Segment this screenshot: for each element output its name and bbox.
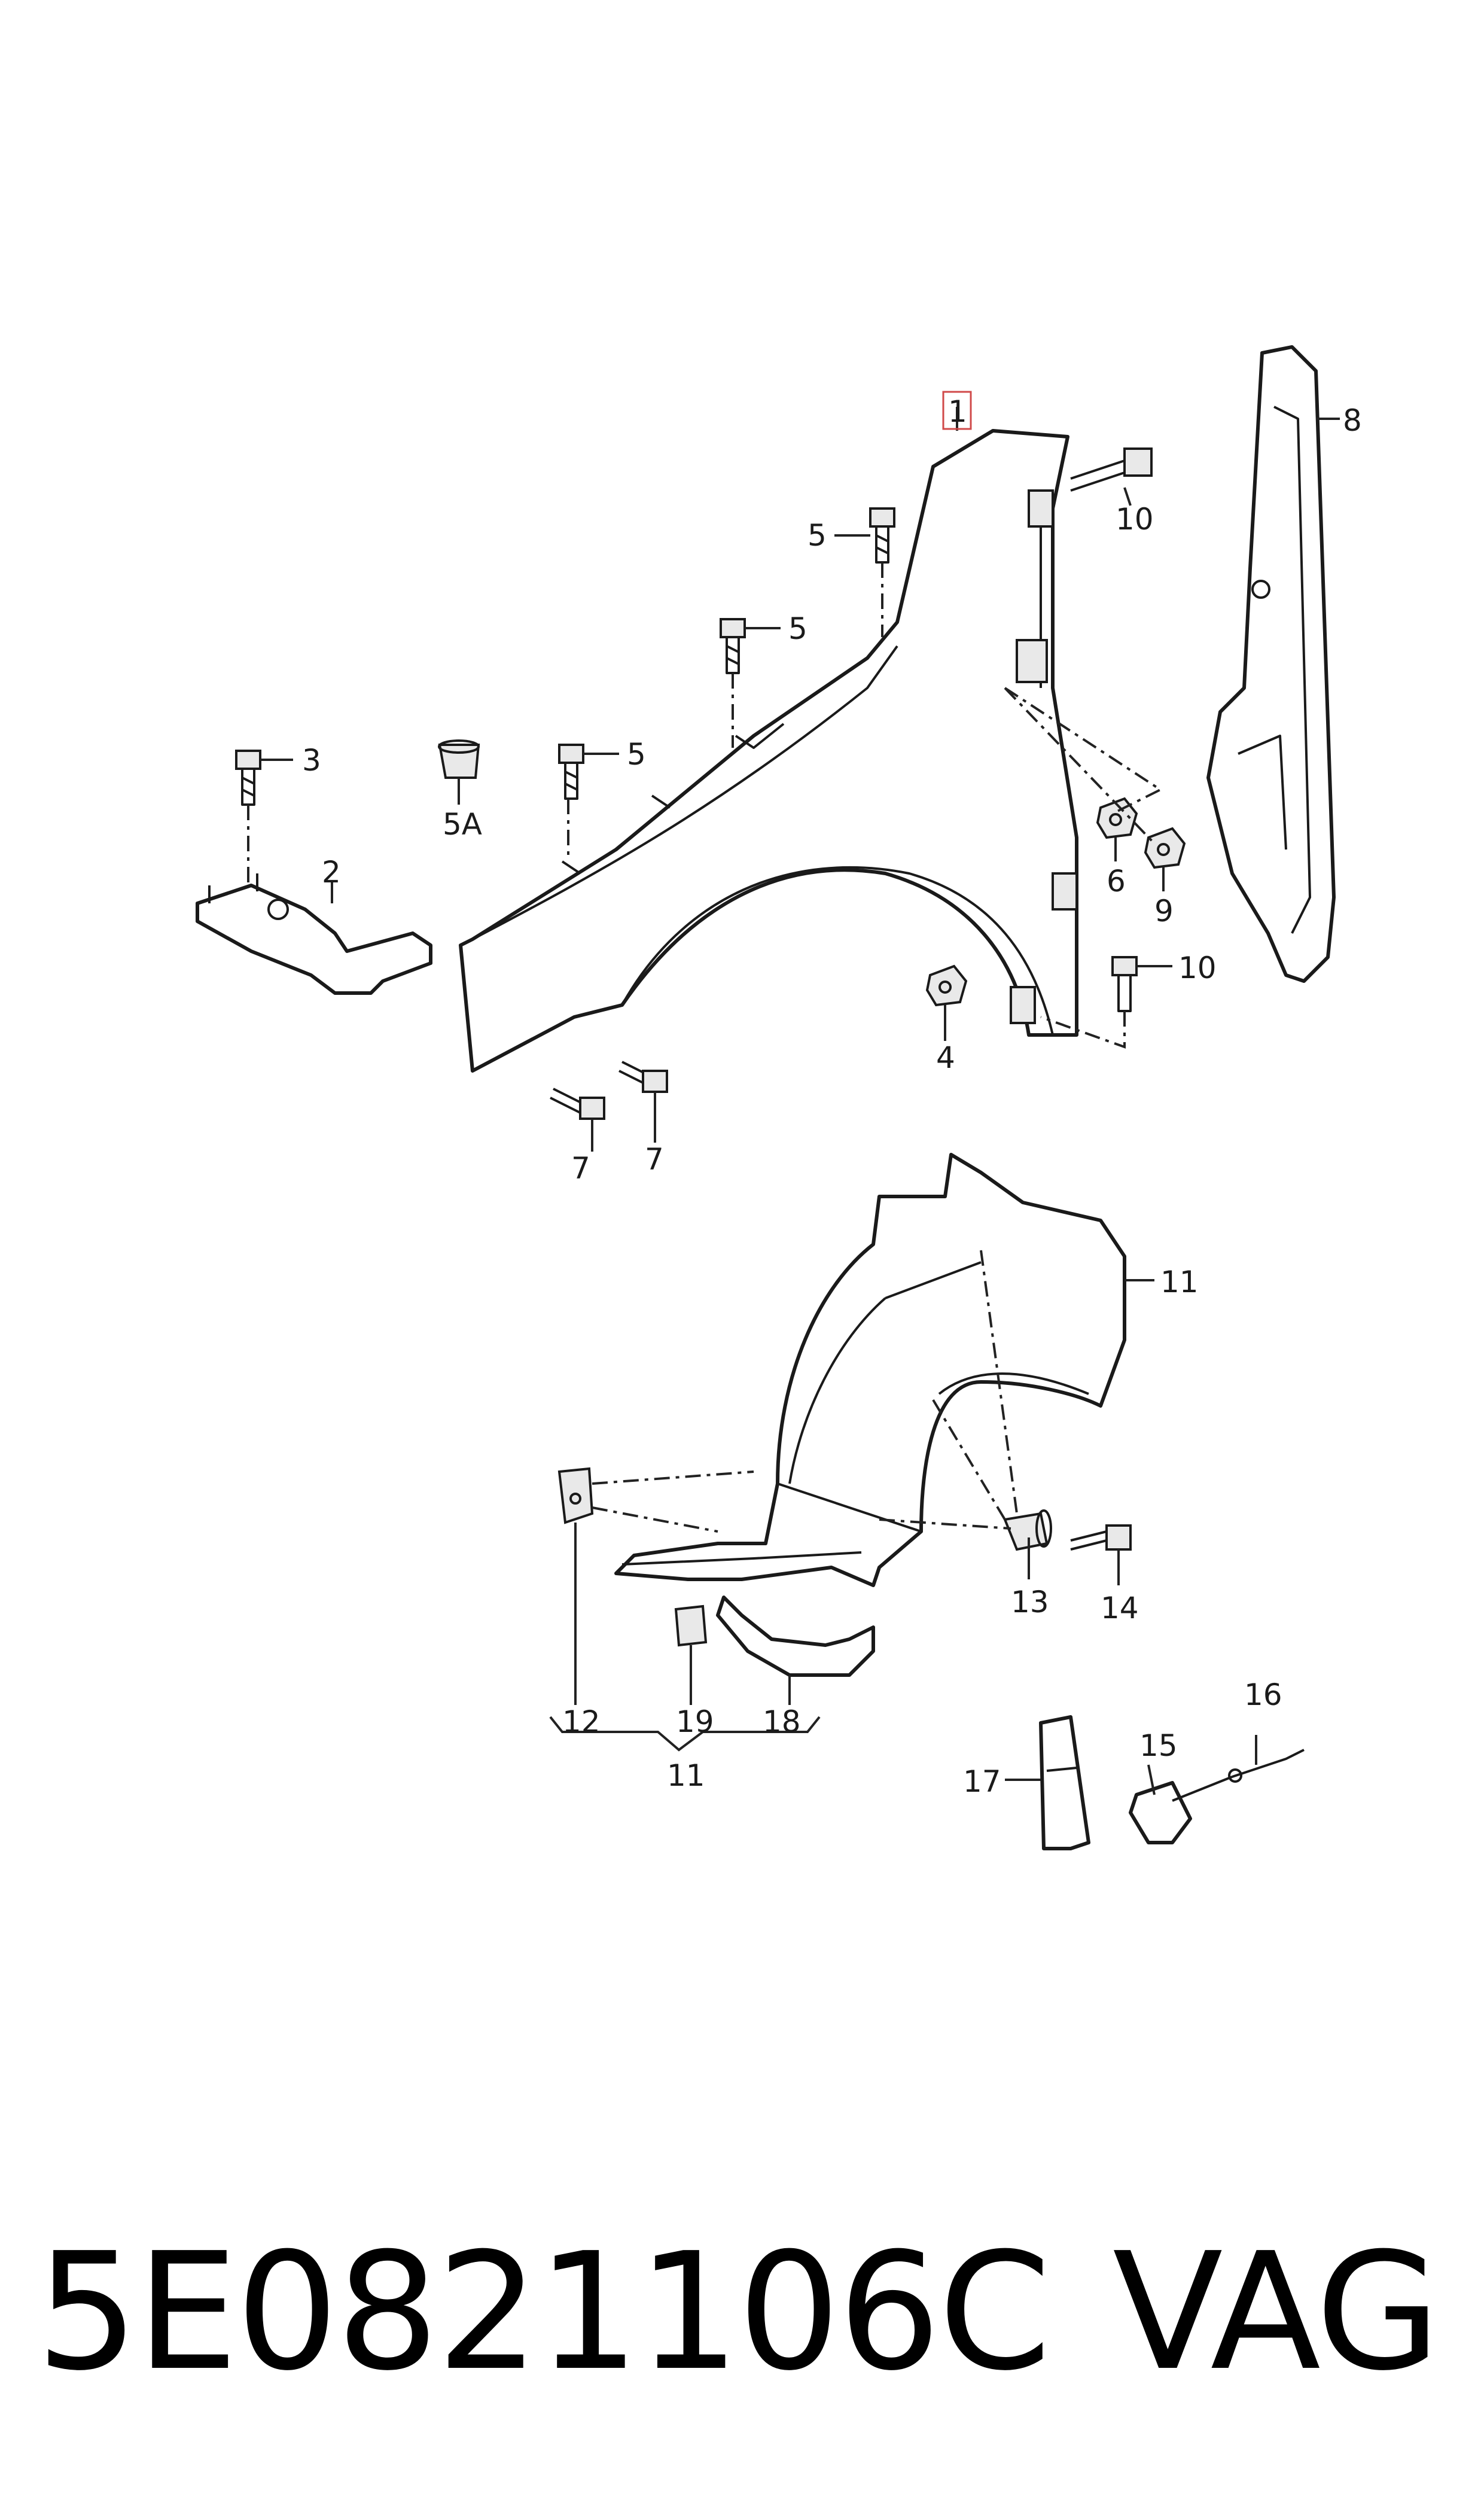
nut-4 [925, 964, 968, 1007]
callout-7-right: 7 [645, 1142, 664, 1177]
callout-10-low: 10 [1178, 951, 1217, 985]
clip-16 [1228, 1749, 1305, 1783]
bolt-7-left [550, 1088, 605, 1120]
footer: 5E0821106C VAG [0, 2196, 1484, 2447]
callout-17: 17 [963, 1764, 1001, 1799]
nut-9 [1144, 827, 1186, 869]
sealant-tube-17 [1039, 1715, 1090, 1850]
callout-16: 16 [1244, 1677, 1282, 1712]
callout-13: 13 [1011, 1585, 1049, 1619]
callout-2: 2 [322, 855, 341, 890]
bolt-5-mid [720, 618, 746, 674]
callout-11-liner: 11 [1160, 1265, 1199, 1299]
expanding-nut-13 [1003, 1509, 1052, 1551]
nut-6 [1096, 797, 1138, 839]
strip-18 [716, 1596, 875, 1677]
callout-6: 6 [1107, 864, 1126, 899]
brand-name: VAG [1113, 2218, 1441, 2406]
callout-labels: 1 2 3 4 5 5 5 5A 6 7 7 8 9 10 10 11 11 1… [302, 394, 1362, 1799]
screw-14 [1070, 1524, 1132, 1551]
assembly-lines [247, 562, 1163, 1533]
bolt-10-low [1111, 956, 1138, 1012]
fender-bracket [196, 873, 432, 995]
callout-11-group: 11 [667, 1758, 705, 1793]
callout-5-mid: 5 [788, 611, 807, 646]
clip-12 [557, 1467, 594, 1524]
callout-5-low: 5 [627, 737, 646, 772]
callout-4: 4 [936, 1040, 955, 1075]
callout-5A: 5A [443, 807, 482, 842]
wheel-arch-liner [614, 1153, 1126, 1587]
bolt-5-top [869, 507, 895, 564]
part-number: 5E0821106C [36, 2218, 1051, 2406]
pad-19 [674, 1604, 708, 1647]
callout-15: 15 [1139, 1728, 1178, 1763]
bolt-7-right [618, 1061, 668, 1093]
leader-lines [260, 407, 1340, 1795]
callout-3: 3 [302, 743, 321, 778]
callout-12: 12 [562, 1704, 601, 1739]
callout-7-left: 7 [571, 1151, 590, 1186]
clip-nut-5A [438, 739, 480, 779]
callout-9: 9 [1154, 894, 1174, 928]
callout-10-top: 10 [1116, 502, 1154, 537]
bolt-5-low [558, 744, 584, 800]
fender-seal [1206, 345, 1336, 983]
callout-14: 14 [1101, 1591, 1139, 1625]
callout-5-top: 5 [807, 518, 827, 553]
bolt-10-top [1070, 447, 1153, 492]
callout-19: 19 [676, 1704, 714, 1739]
callout-1-highlight [942, 391, 972, 430]
callout-18: 18 [763, 1704, 801, 1739]
callout-1: 1 [948, 394, 967, 429]
bolt-3 [235, 750, 261, 806]
fender-panel [459, 429, 1078, 1073]
callout-8: 8 [1343, 403, 1362, 438]
cable-tie-15 [1129, 1776, 1233, 1844]
